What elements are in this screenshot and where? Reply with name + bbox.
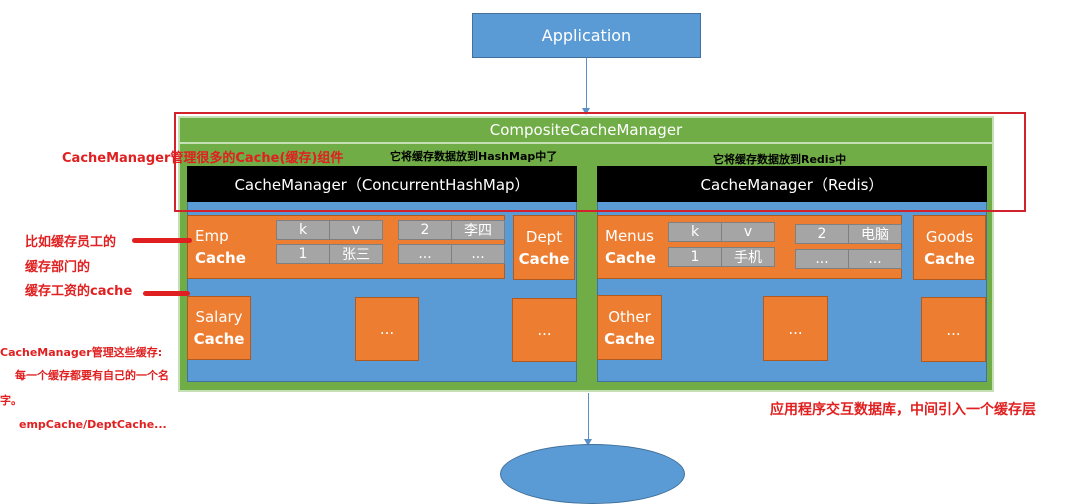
cache-placeholder: ... <box>512 298 577 362</box>
goods-cache-sub: Cache <box>924 249 975 268</box>
arrow-down-icon <box>582 108 590 115</box>
composite-title: CompositeCacheManager <box>180 118 992 144</box>
menus-cell-value: 电脑 <box>848 224 902 244</box>
emp-cell-key: ... <box>398 244 452 264</box>
emp-cell-key: 1 <box>276 244 330 264</box>
emp-cache-sub: Cache <box>195 249 246 267</box>
manager-1-title: CacheManager（ConcurrentHashMap） <box>234 175 530 194</box>
manager-1-note: 它将缓存数据放到HashMap中了 <box>390 150 558 163</box>
salary-cache: Salary Cache <box>187 296 251 360</box>
manager-2-header: CacheManager（Redis） <box>597 166 987 202</box>
other-cache: Other Cache <box>597 295 662 360</box>
menus-cell-value: 手机 <box>721 247 775 267</box>
highlight-rectangle <box>174 112 1026 212</box>
annotation-example-3: 缓存工资的cache <box>25 284 133 299</box>
menus-cache-name: Menus <box>605 227 654 245</box>
other-cache-name: Other <box>608 307 651 326</box>
salary-cache-name: Salary <box>195 308 243 326</box>
dept-cache: Dept Cache <box>513 215 575 280</box>
annotation-manage-2: 每一个缓存都要有自己的一个名 <box>15 369 169 382</box>
cache-placeholder: ... <box>355 297 419 361</box>
annotation-manager-components: CacheManager管理很多的Cache(缓存)组件 <box>62 151 344 166</box>
connector-line-top <box>586 58 587 110</box>
annotation-manage-4: empCache/DeptCache... <box>19 418 167 431</box>
database-node <box>500 444 685 504</box>
salary-cache-sub: Cache <box>193 330 245 348</box>
annotation-manage-3: 字。 <box>0 394 22 407</box>
emp-cell-value-header: v <box>329 220 383 240</box>
emp-cell-key-header: k <box>276 220 330 240</box>
menus-cell-value-header: v <box>721 222 775 242</box>
placeholder-label: ... <box>788 319 803 338</box>
connector-line-bottom <box>588 393 589 443</box>
menus-cache-sub: Cache <box>605 249 656 267</box>
manager-2-note: 它将缓存数据放到Redis中 <box>713 153 847 166</box>
emp-cell-value: 李四 <box>451 220 505 240</box>
composite-title-text: CompositeCacheManager <box>489 121 683 139</box>
goods-cache: Goods Cache <box>913 215 986 280</box>
application-node: Application <box>472 13 701 58</box>
application-label: Application <box>541 26 632 45</box>
emp-cell-value: ... <box>451 244 505 264</box>
annotation-example-1: 比如缓存员工的 <box>25 235 117 250</box>
menus-cell-key: ... <box>795 249 849 269</box>
cache-placeholder: ... <box>763 296 828 361</box>
placeholder-label: ... <box>379 320 395 338</box>
placeholder-label: ... <box>537 321 552 339</box>
annotation-example-2: 缓存部门的 <box>25 260 91 275</box>
placeholder-label: ... <box>946 320 961 339</box>
cache-placeholder: ... <box>921 297 986 362</box>
dept-cache-name: Dept <box>525 227 563 246</box>
manager-1-header: CacheManager（ConcurrentHashMap） <box>187 166 577 202</box>
menus-cell-value: ... <box>848 249 902 269</box>
menus-cell-key-header: k <box>668 222 722 242</box>
other-cache-sub: Cache <box>604 329 655 348</box>
emp-cache-name: Emp <box>195 227 229 245</box>
manager-2-title: CacheManager（Redis） <box>700 175 884 194</box>
annotation-cache-layer: 应用程序交互数据库，中间引入一个缓存层 <box>770 402 1036 418</box>
annotation-pointer <box>132 238 192 243</box>
menus-cell-key: 2 <box>795 224 849 244</box>
annotation-manage-1: CacheManager管理这些缓存: <box>0 346 163 359</box>
dept-cache-sub: Cache <box>518 249 570 268</box>
goods-cache-name: Goods <box>925 227 974 246</box>
emp-cell-key: 2 <box>398 220 452 240</box>
annotation-pointer <box>143 291 190 296</box>
emp-cell-value: 张三 <box>329 244 383 264</box>
arrow-down-icon <box>584 439 592 446</box>
menus-cell-key: 1 <box>668 247 722 267</box>
